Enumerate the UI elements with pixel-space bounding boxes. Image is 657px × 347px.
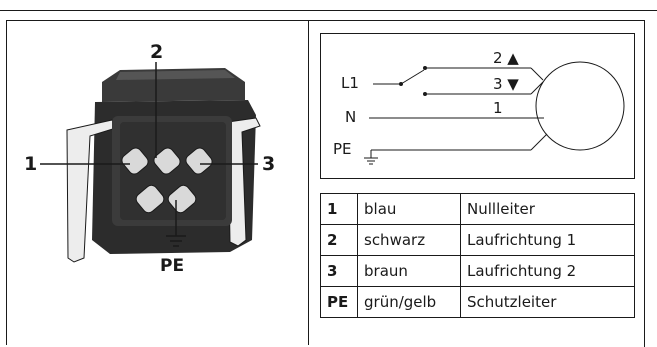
table-cell-color: grün/gelb [357, 286, 461, 318]
table-row: 3 braun Laufrichtung 2 [320, 255, 635, 287]
table-cell-color: schwarz [357, 224, 461, 256]
wire-2-diag [530, 67, 544, 81]
table-row: 2 schwarz Laufrichtung 1 [320, 224, 635, 256]
schematic-label-n: N [345, 108, 357, 126]
table-cell-function: Laufrichtung 1 [460, 224, 635, 256]
pin-label-pe: PE [160, 256, 185, 276]
motor-symbol [535, 61, 625, 151]
table-cell-pin: 3 [320, 255, 358, 287]
pe-contact-right [167, 184, 197, 214]
motor-schematic: L1 N PE 2 ▲ 3 ▼ 1 [320, 33, 635, 179]
connector-illustration [40, 62, 261, 263]
figure-frame-right-edge [644, 20, 645, 347]
table-cell-pin: PE [320, 286, 358, 318]
pin-label-2: 2 [150, 41, 164, 63]
table-cell-color: blau [357, 193, 461, 225]
pin-3-contact [185, 147, 213, 175]
pin-label-1: 1 [24, 153, 38, 175]
table-cell-color: braun [357, 255, 461, 287]
wire-3-diag [530, 81, 544, 95]
schematic-label-l1: L1 [341, 74, 359, 92]
connector-housing-top-highlight [116, 70, 235, 80]
table-cell-pin: 1 [320, 193, 358, 225]
table-cell-function: Nullleiter [460, 193, 635, 225]
schematic-wire-1-label: 1 [493, 99, 503, 117]
schematic-label-pe: PE [333, 140, 352, 158]
schematic-wiring [364, 61, 625, 165]
table-cell-function: Schutzleiter [460, 286, 635, 318]
pe-contact-left [135, 184, 165, 214]
schematic-wire-3-label: 3 ▼ [493, 75, 519, 93]
table-cell-function: Laufrichtung 2 [460, 255, 635, 287]
figure-frame-left-panel [6, 20, 309, 345]
wire-pe-diag [530, 133, 548, 151]
page-top-rule [0, 10, 657, 11]
figure-frame-top [6, 20, 645, 21]
table-row: PE grün/gelb Schutzleiter [320, 286, 635, 318]
pin-label-3: 3 [262, 153, 276, 175]
pin-assignment-table: 1 blau Nullleiter 2 schwarz Laufrichtung… [320, 193, 635, 318]
table-cell-pin: 2 [320, 224, 358, 256]
table-row: 1 blau Nullleiter [320, 193, 635, 225]
connector-clip-right [227, 117, 261, 247]
switch-blade [400, 69, 425, 85]
pin-1-contact [121, 147, 149, 175]
schematic-wire-2-label: 2 ▲ [493, 49, 519, 67]
pin-2-contact [153, 147, 181, 175]
